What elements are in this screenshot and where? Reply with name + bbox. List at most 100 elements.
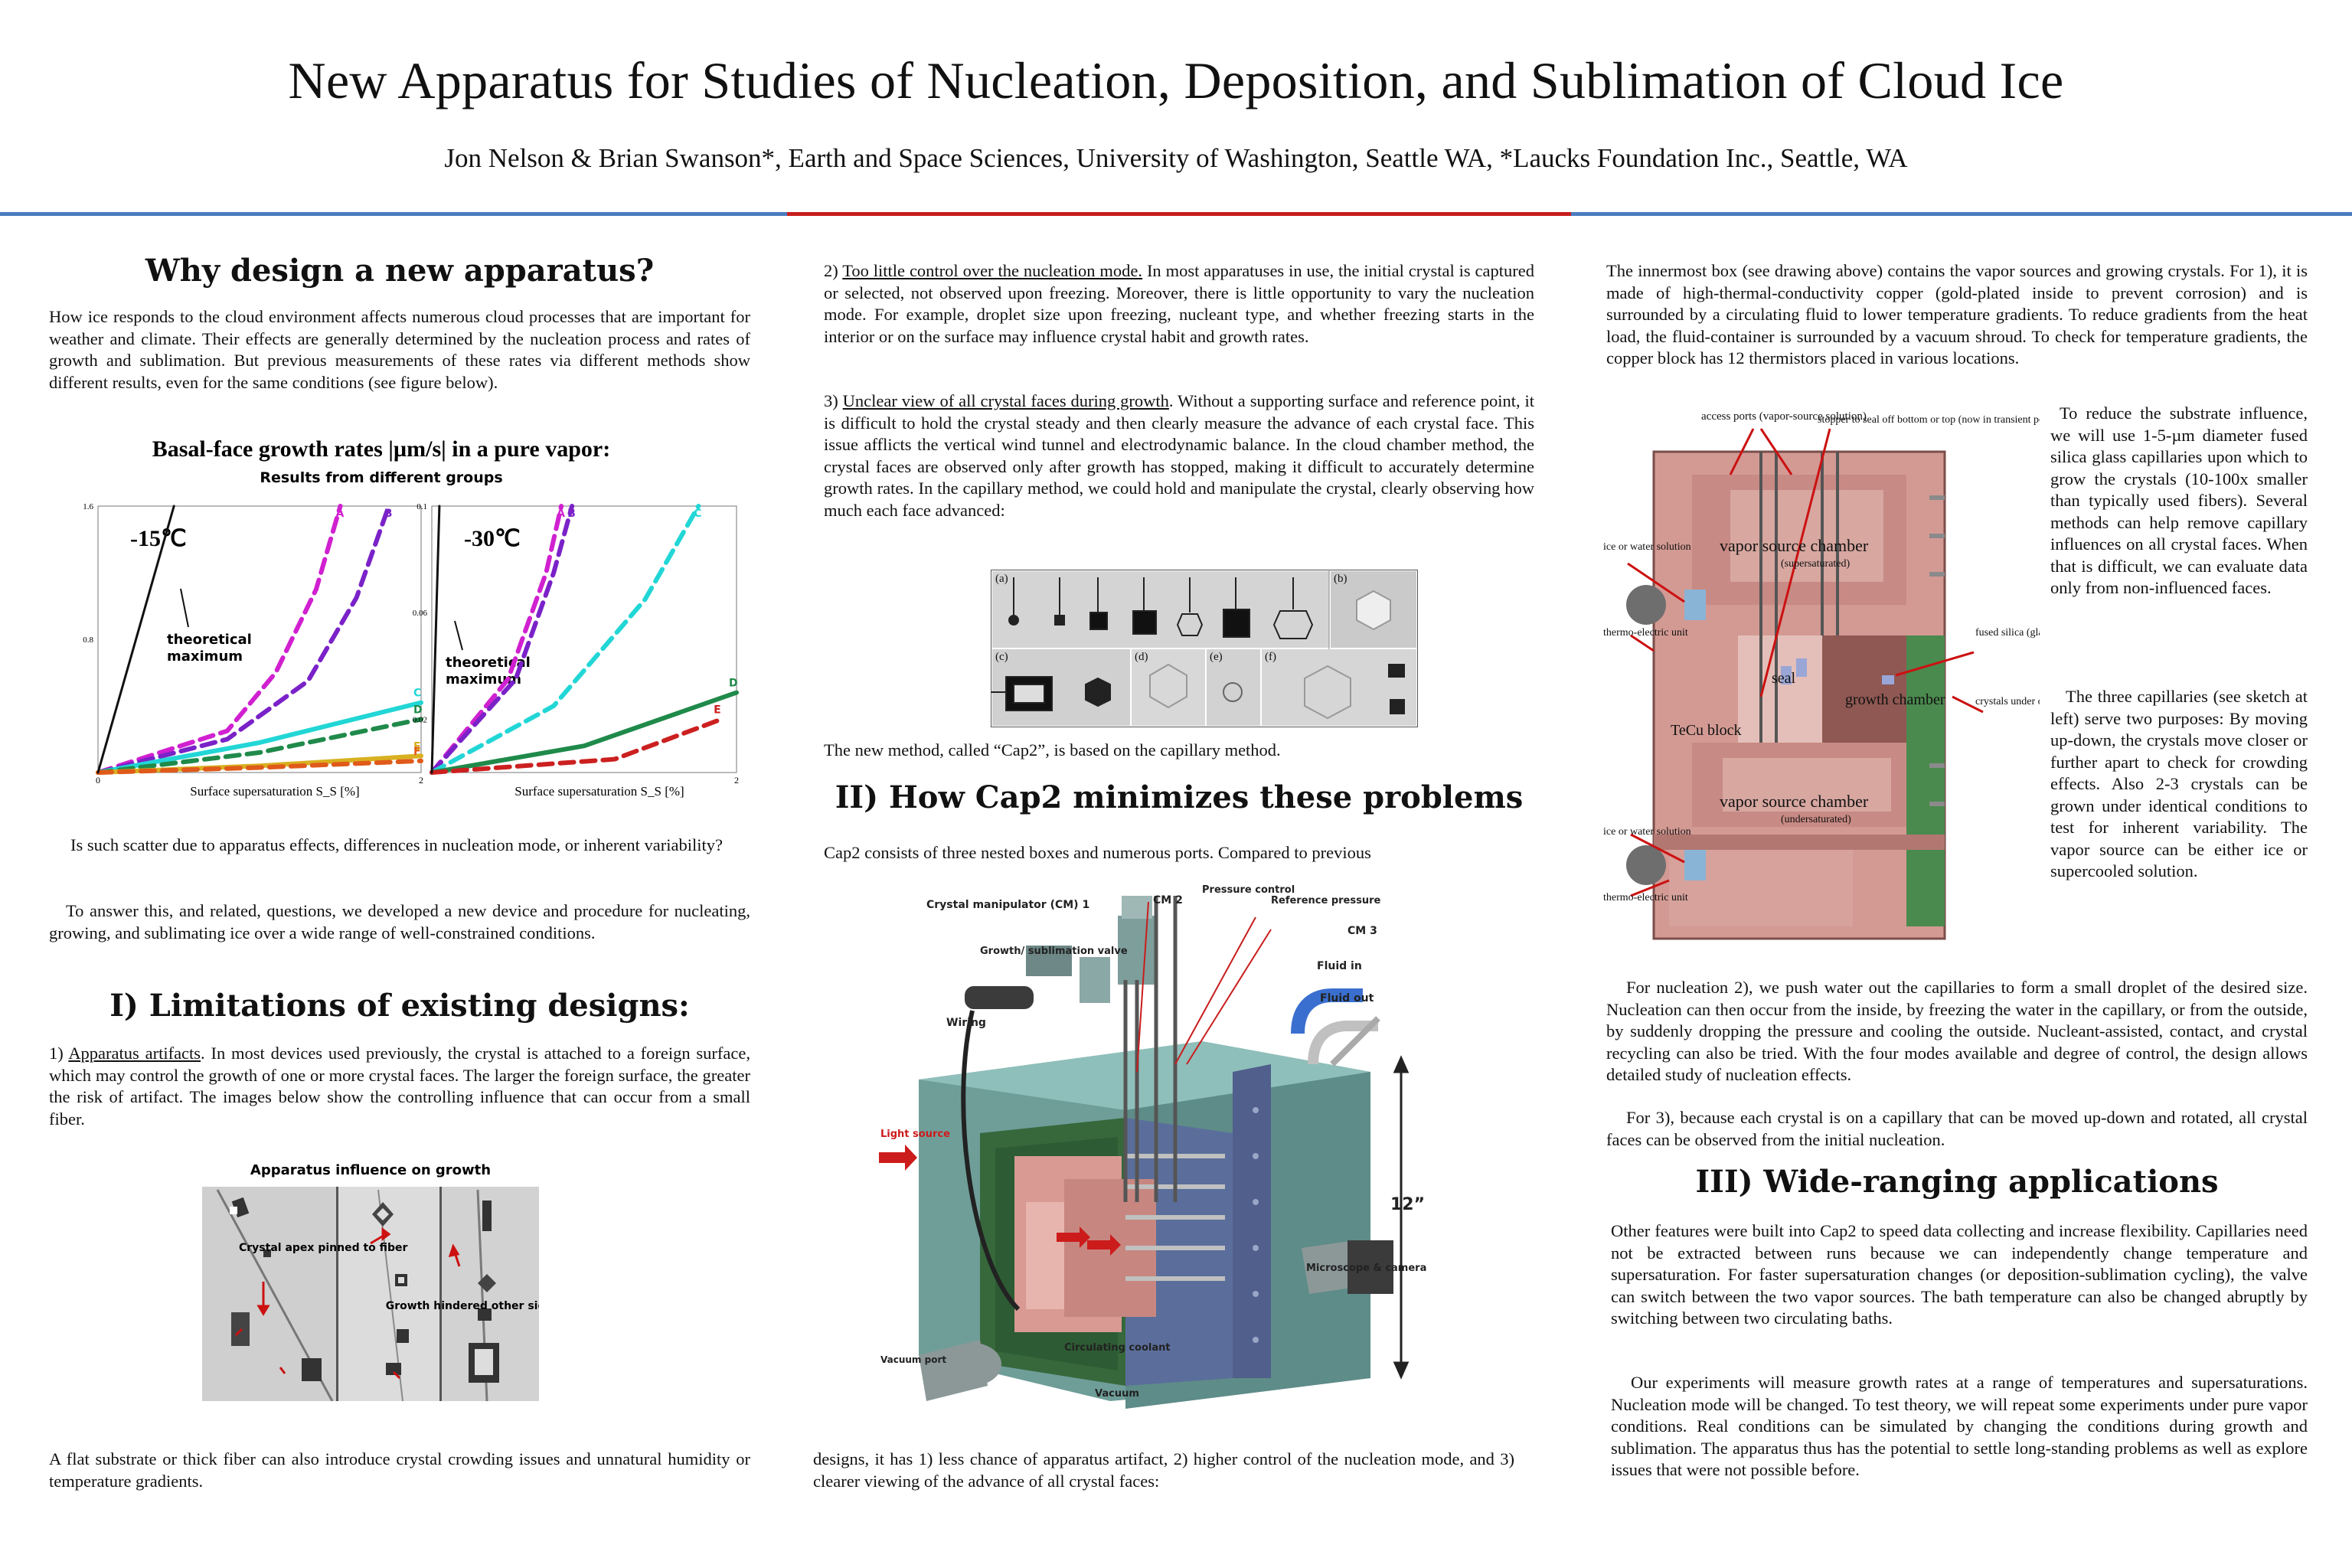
label-coolant: Circulating coolant xyxy=(1064,1342,1171,1354)
header-rule-right xyxy=(1571,212,2352,216)
label-cm3: CM 3 xyxy=(1348,925,1377,937)
label-vacuum: Vacuum xyxy=(1095,1388,1139,1400)
label-vsc-bottom: vapor source chamber xyxy=(1720,792,1869,811)
x-axis-label-1: Surface supersaturation S_S [%] xyxy=(514,784,684,799)
apparatus-fig-title: Apparatus influence on growth xyxy=(250,1162,491,1178)
cap2-consists: Cap2 consists of three nested boxes and … xyxy=(824,843,1371,862)
series-1-E xyxy=(430,717,724,775)
x-axis-label-0: Surface supersaturation S_S [%] xyxy=(190,784,359,799)
strip-label-b: (b) xyxy=(1334,573,1348,585)
label-fluid-in: Fluid in xyxy=(1317,960,1362,972)
label-cm2: CM 2 xyxy=(1153,894,1183,906)
chart-title: Basal-face growth rates |µm/s| in a pure… xyxy=(152,436,611,462)
label-fused-silica: fused silica (glass) capillaries xyxy=(1975,627,2040,639)
label-ice-water-top: ice or water solution xyxy=(1603,541,1691,553)
label-growth-valve: Growth/ sublimation valve xyxy=(980,946,1128,957)
label-tecu: TeCu block xyxy=(1671,722,1741,739)
label-thermo-bottom: thermo-electric unit xyxy=(1603,892,1688,903)
capillary-crystal-strip: (a) (b) (c) (d) (e) (f) xyxy=(990,569,1419,728)
label-stopper: stopper to seal off bottom or top (now i… xyxy=(1818,414,2040,426)
experiments-paragraph: Our experiments will measure growth rate… xyxy=(1611,1373,2308,1479)
growth-rate-figure: Basal-face growth rates |µm/s| in a pure… xyxy=(47,435,752,818)
view-text: . Without a supporting surface and refer… xyxy=(824,391,1535,520)
series-1-D xyxy=(430,690,739,775)
artifacts-num: 1) xyxy=(49,1044,69,1063)
strip-label-a: (a) xyxy=(995,573,1008,585)
artifacts-paragraph: 1) Apparatus artifacts. In most devices … xyxy=(49,1043,750,1130)
xtick-0-0: 0 xyxy=(96,775,100,786)
label-cm1: Crystal manipulator (CM) 1 xyxy=(926,899,1089,911)
nucleation-term: Too little control over the nucleation m… xyxy=(842,261,1143,280)
faces-observed-paragraph: For 3), because each crystal is on a cap… xyxy=(1606,1108,2308,1149)
features-paragraph: Other features were built into Cap2 to s… xyxy=(1611,1221,2308,1328)
artifacts-term: Apparatus artifacts xyxy=(68,1044,201,1063)
series-0-D xyxy=(96,717,423,775)
series-label-0-D: D xyxy=(413,704,423,716)
label-vsc-bottom-sub: (undersaturated) xyxy=(1781,814,1851,825)
scatter-question-text: Is such scatter due to apparatus effects… xyxy=(70,835,723,854)
annotation-arrow-1 xyxy=(454,620,463,651)
series-label-0-F: F xyxy=(413,746,421,758)
series-0-B xyxy=(96,504,391,775)
panel-frame-0 xyxy=(97,505,422,773)
ytick-1-0: 0.1 xyxy=(416,502,427,511)
series-0-F xyxy=(96,758,423,775)
cap2-apparatus-diagram: Crystal manipulator (CM) 1 CM 2 Pressure… xyxy=(873,880,1485,1416)
scatter-question: Is such scatter due to apparatus effects… xyxy=(49,835,750,857)
answer-paragraph-text: To answer this, and related, questions, … xyxy=(49,901,750,942)
growth-rate-chart: Basal-face growth rates |µm/s| in a pure… xyxy=(83,436,739,799)
section-limitations-heading: I) Limitations of existing designs: xyxy=(109,988,690,1024)
label-seal: seal xyxy=(1772,670,1796,687)
section-applications-heading: III) Wide-ranging applications xyxy=(1695,1164,2219,1200)
nucleation-mode-paragraph: For nucleation 2), we push water out the… xyxy=(1606,978,2308,1084)
view-term: Unclear view of all crystal faces during… xyxy=(842,391,1169,410)
label-vsc-top-sub: (supersaturated) xyxy=(1781,558,1851,570)
series-label-1-C: C xyxy=(694,508,701,520)
apex-pinned-label: Crystal apex pinned to fiber xyxy=(239,1242,408,1254)
apparatus-influence-figure: Apparatus influence on growth xyxy=(202,1159,600,1402)
clear-view-paragraph: 3) Unclear view of all crystal faces dur… xyxy=(824,390,1534,521)
section-why-heading: Why design a new apparatus? xyxy=(145,253,655,289)
chart-subtitle: Results from different groups xyxy=(260,469,502,486)
strip-label-c: (c) xyxy=(995,651,1008,663)
panel-temp-label-0: -15℃ xyxy=(130,526,187,551)
view-num: 3) xyxy=(824,391,843,410)
label-access-ports: access ports (vapor-source solution) xyxy=(1701,410,1867,423)
cap2-intro: The new method, called “Cap2”, is based … xyxy=(824,740,1281,760)
artifacts-text: . In most devices used previously, the c… xyxy=(49,1044,750,1129)
xtick-1-0: 2 xyxy=(734,775,739,786)
series-label-0-A: A xyxy=(336,508,345,520)
header-rule-left xyxy=(0,212,787,216)
label-vsc-top: vapor source chamber xyxy=(1720,536,1869,555)
xtick-0-1: 2 xyxy=(419,775,423,786)
why-paragraph: How ice responds to the cloud environmen… xyxy=(49,307,750,392)
series-label-0-E: E xyxy=(413,740,421,753)
innermost-box-paragraph: The innermost box (see drawing above) co… xyxy=(1606,261,2308,368)
label-reference-pressure: Reference pressure xyxy=(1271,895,1381,906)
strip-label-f: (f) xyxy=(1265,651,1276,663)
label-growth-chamber: growth chamber xyxy=(1845,691,1945,708)
panel-temp-label-1: -30℃ xyxy=(464,526,521,551)
strip-label-e: (e) xyxy=(1210,651,1223,663)
ytick-0-1: 0.8 xyxy=(83,635,93,645)
nucleation-text: In most apparatuses in use, the initial … xyxy=(824,261,1534,346)
series-0-A xyxy=(96,504,343,775)
chamber-cross-section: access ports (vapor-source solution) sto… xyxy=(1600,406,2174,942)
cap2-benefits: designs, it has 1) less chance of appara… xyxy=(813,1449,1514,1491)
capillaries-purpose-paragraph: The three capillaries (see sketch at lef… xyxy=(2050,687,2308,880)
series-label-1-B: B xyxy=(567,508,576,520)
section-cap2-heading: II) How Cap2 minimizes these problems xyxy=(835,779,1524,815)
label-thermo-top: thermo-electric unit xyxy=(1603,627,1688,639)
ytick-1-2: 0.02 xyxy=(413,715,427,724)
series-0-C xyxy=(96,700,423,775)
series-label-1-D: D xyxy=(729,678,738,690)
header-rule-center xyxy=(787,212,1571,216)
series-label-0-C: C xyxy=(413,688,421,700)
series-1-max xyxy=(430,505,441,774)
substrate-paragraph: A flat substrate or thick fiber can also… xyxy=(49,1449,750,1491)
series-1-A xyxy=(430,504,564,775)
substrate-influence-paragraph: To reduce the substrate influence, we wi… xyxy=(2050,403,2308,597)
